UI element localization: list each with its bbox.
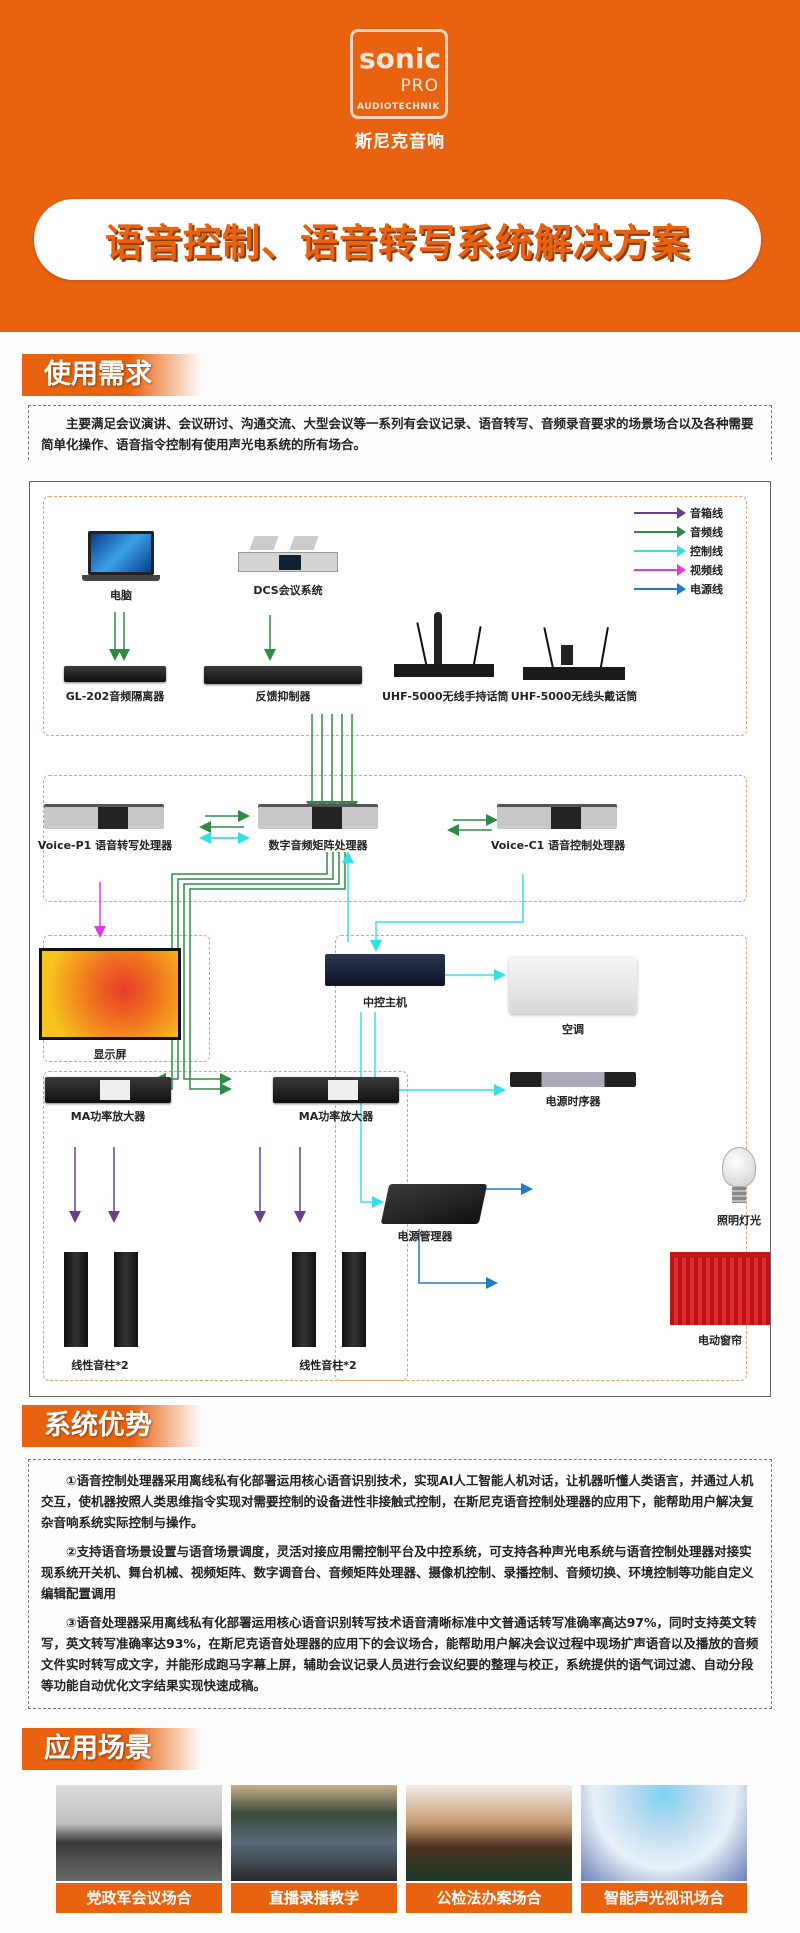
label-lighting: 照明灯光 <box>717 1214 761 1227</box>
control-lines <box>199 832 524 1208</box>
page-title: 语音控制、语音转写系统解决方案 <box>104 221 690 265</box>
speaker-lines <box>69 1147 306 1223</box>
legend-line-control <box>634 545 686 557</box>
brand-logo: sonic PRO AUDIOTECHNIK <box>350 29 448 119</box>
label-speakers-2: 线性音柱*2 <box>299 1359 357 1372</box>
brand-name: 斯尼克音响 <box>355 132 445 152</box>
audio-isolator-icon <box>64 666 166 682</box>
power-manager-icon <box>380 1184 488 1224</box>
air-conditioner-icon <box>509 957 637 1014</box>
legend-label: 音频线 <box>690 526 723 539</box>
dcs-conference-icon <box>238 536 338 576</box>
zone-processors <box>43 775 747 902</box>
section-heading-requirements: 使用需求 <box>22 354 202 396</box>
voice-p1-icon <box>44 807 164 829</box>
scenario-image-courtroom <box>406 1785 572 1881</box>
advantage-item-3: ③语音处理器采用离线私有化部署运用核心语音识别转写技术语音清晰标准中文普通话转写… <box>41 1615 759 1693</box>
zone-amplifiers <box>43 1071 408 1381</box>
requirements-box: 主要满足会议演讲、会议研讨、沟通交流、大型会议等一系列有会议记录、语音转写、音频… <box>28 405 772 460</box>
curtain-icon <box>670 1252 770 1325</box>
column-speaker-icon <box>64 1252 88 1347</box>
label-computer: 电脑 <box>110 589 132 602</box>
legend-item: 控制线 <box>634 542 723 560</box>
section-heading-scenarios: 应用场景 <box>22 1728 202 1770</box>
power-sequencer-icon <box>510 1072 636 1087</box>
legend-line-video <box>634 564 686 576</box>
amplifier-icon <box>273 1077 399 1103</box>
central-controller-icon <box>325 954 445 986</box>
display-screen-icon <box>39 948 181 1040</box>
legend-label: 视频线 <box>690 564 723 577</box>
laptop-icon <box>82 531 160 583</box>
column-speaker-icon <box>342 1252 366 1347</box>
legend-label: 音箱线 <box>690 507 723 520</box>
scenario-image-conference <box>56 1785 222 1881</box>
feedback-suppressor-icon <box>204 666 362 684</box>
column-speaker-icon <box>292 1252 316 1347</box>
voice-c1-icon <box>497 807 617 829</box>
legend: 音箱线 音频线 控制线 视频线 电源线 <box>634 504 744 604</box>
label-power-manager: 电源管理器 <box>397 1230 453 1243</box>
label-feedback: 反馈抑制器 <box>255 690 311 703</box>
legend-line-power <box>634 583 686 595</box>
system-diagram: 音箱线 音频线 控制线 视频线 电源线 <box>29 481 771 1397</box>
label-speakers-1: 线性音柱*2 <box>71 1359 129 1372</box>
label-amp-2: MA功率放大器 <box>298 1110 374 1123</box>
legend-item: 电源线 <box>634 580 723 598</box>
wireless-headset-mic-icon <box>523 627 625 681</box>
scenario-card: 直播录播教学 <box>231 1785 397 1913</box>
scenario-image-smart-av <box>581 1785 747 1881</box>
scenario-card: 智能声光视讯场合 <box>581 1785 747 1913</box>
light-bulb-icon <box>719 1147 759 1209</box>
label-central: 中控主机 <box>363 996 407 1009</box>
legend-label: 电源线 <box>690 583 723 596</box>
legend-line-audio <box>634 526 686 538</box>
label-voice-p1: Voice-P1 语音转写处理器 <box>37 839 173 852</box>
legend-item: 视频线 <box>634 561 723 579</box>
header-banner: sonic PRO AUDIOTECHNIK 斯尼克音响 语音控制、语音转写系统… <box>0 0 800 332</box>
scenario-card: 党政军会议场合 <box>56 1785 222 1913</box>
label-sequencer: 电源时序器 <box>545 1095 601 1108</box>
label-voice-c1: Voice-C1 语音控制处理器 <box>490 839 626 852</box>
label-dcs: DCS会议系统 <box>253 584 323 597</box>
scenario-label: 直播录播教学 <box>231 1883 397 1913</box>
amplifier-icon <box>45 1077 171 1103</box>
logo-word: sonic <box>359 42 442 75</box>
column-speaker-icon <box>114 1252 138 1347</box>
label-uhf-headset: UHF-5000无线头戴话筒 <box>510 690 638 703</box>
advantage-item-2: ②支持语音场景设置与语音场景调度，灵活对接应用需控制平台及中控系统，可支持各种声… <box>41 1544 754 1601</box>
scenario-label: 党政军会议场合 <box>56 1883 222 1913</box>
label-matrix: 数字音频矩阵处理器 <box>268 839 368 852</box>
requirements-text: 主要满足会议演讲、会议研讨、沟通交流、大型会议等一系列有会议记录、语音转写、音频… <box>41 416 754 452</box>
scenario-card: 公检法办案场合 <box>406 1785 572 1913</box>
wireless-handheld-mic-icon <box>394 612 494 677</box>
label-isolator: GL-202音频隔离器 <box>65 690 165 703</box>
connection-lines <box>69 612 533 1289</box>
title-banner: 语音控制、语音转写系统解决方案 <box>34 199 761 280</box>
label-display: 显示屏 <box>93 1048 127 1061</box>
zone-input-devices <box>43 496 747 736</box>
label-amp-1: MA功率放大器 <box>70 1110 146 1123</box>
logo-tagline: AUDIOTECHNIK <box>357 102 440 112</box>
scenario-label: 智能声光视讯场合 <box>581 1883 747 1913</box>
advantage-item-1: ①语音控制处理器采用离线私有化部署运用核心语音识别技术，实现AI人工智能人机对话… <box>41 1473 754 1530</box>
advantages-box: ①语音控制处理器采用离线私有化部署运用核心语音识别技术，实现AI人工智能人机对话… <box>28 1459 772 1709</box>
logo-sub: PRO <box>400 76 439 96</box>
section-heading-advantages: 系统优势 <box>22 1405 202 1447</box>
scenario-label: 公检法办案场合 <box>406 1883 572 1913</box>
label-uhf-handheld: UHF-5000无线手持话筒 <box>382 690 509 703</box>
legend-line-speaker <box>634 507 686 519</box>
legend-label: 控制线 <box>690 545 723 558</box>
audio-matrix-icon <box>258 807 378 829</box>
legend-item: 音频线 <box>634 523 723 541</box>
scenario-image-classroom <box>231 1785 397 1881</box>
legend-item: 音箱线 <box>634 504 723 522</box>
label-curtain: 电动窗帘 <box>698 1334 742 1347</box>
label-ac: 空调 <box>562 1023 584 1036</box>
